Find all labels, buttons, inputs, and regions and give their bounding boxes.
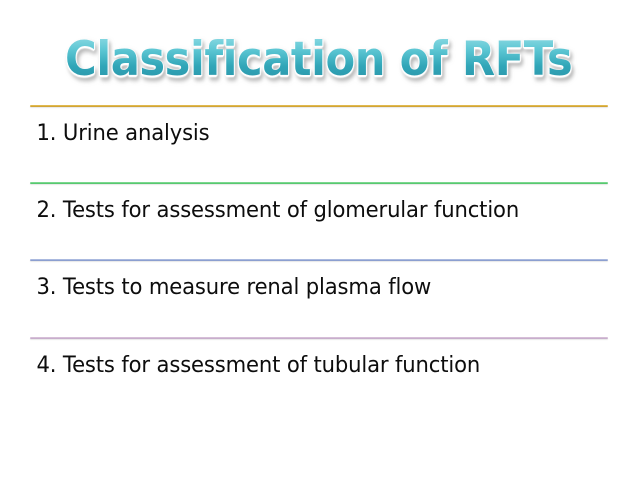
divider-green [30,182,608,185]
list-item: 1. Urine analysis [0,105,638,147]
divider-purple [30,337,608,340]
list-item-label-4: 4. Tests for assessment of tubular funct… [36,353,481,379]
divider-gold [30,105,608,107]
list-item: 4. Tests for assessment of tubular funct… [0,337,638,379]
page-title: Classification of RFTs [65,32,573,88]
divider-blue [30,258,608,261]
classification-list: 1. Urine analysis 2. Tests for assessmen… [0,96,638,380]
list-item: 3. Tests to measure renal plasma flow [0,258,638,301]
list-item-label-2: 2. Tests for assessment of glomerular fu… [36,198,520,224]
list-item-label-1: 1. Urine analysis [36,121,210,146]
list-item: 2. Tests for assessment of glomerular fu… [0,182,638,224]
list-item-label-3: 3. Tests to measure renal plasma flow [36,274,432,300]
title-area: Classification of RFTs [0,24,638,96]
